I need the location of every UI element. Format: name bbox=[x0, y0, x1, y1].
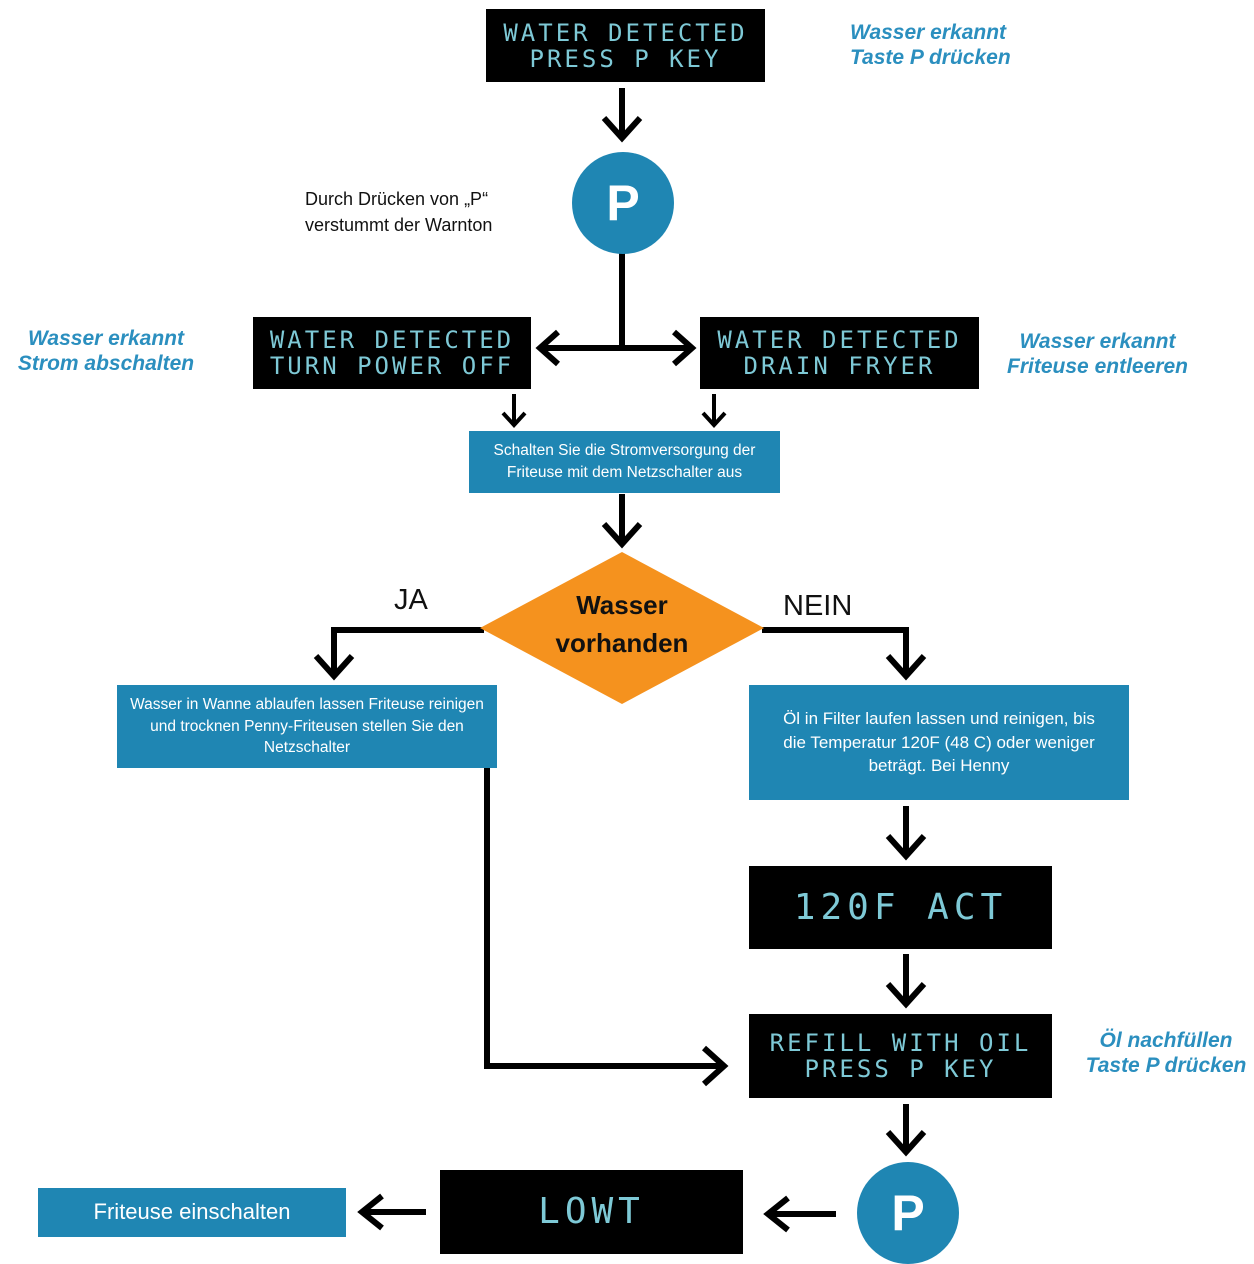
note-line: Wasser erkannt bbox=[850, 21, 1007, 44]
arrow-split-left bbox=[535, 329, 622, 367]
display-line: TURN POWER OFF bbox=[269, 352, 515, 380]
step-yes-branch: Wasser in Wanne ablaufen lassen Friteuse… bbox=[117, 685, 497, 768]
arrow-top-to-p bbox=[601, 88, 643, 143]
display-line: LOWT bbox=[538, 1191, 645, 1232]
display-line: WATER DETECTED bbox=[717, 326, 962, 354]
note-line: Taste P drücken bbox=[850, 46, 1011, 70]
arrow-right-to-step bbox=[701, 394, 727, 428]
note-line: Wasser erkannt bbox=[27, 327, 185, 350]
step-text: Schalten Sie die Stromversorgung der Fri… bbox=[493, 442, 756, 481]
step-text: Friteuse einschalten bbox=[93, 1199, 291, 1225]
display-temperature: 120F ACT bbox=[749, 866, 1052, 949]
display-lowt: LOWT bbox=[440, 1170, 743, 1254]
decision-label: Wasser vorhanden bbox=[520, 587, 724, 662]
silence-note-line: Durch Drücken von „P“ bbox=[305, 189, 489, 209]
display-line: PRESS P KEY bbox=[804, 1055, 997, 1083]
arrow-temp-to-refill bbox=[885, 954, 927, 1009]
step-power-off: Schalten Sie die Stromversorgung der Fri… bbox=[469, 431, 780, 493]
note-line: Wasser erkannt bbox=[1019, 330, 1176, 353]
note-line: Strom abschalten bbox=[17, 352, 195, 376]
arrow-no-to-temp bbox=[885, 806, 927, 861]
p-key-button-top: P bbox=[572, 152, 674, 254]
step-text: Öl in Filter laufen lassen und reinigen,… bbox=[783, 708, 1095, 776]
display-line: WATER DETECTED bbox=[503, 18, 748, 47]
arrow-left-to-step bbox=[501, 394, 527, 428]
display-line: 120F ACT bbox=[793, 886, 1008, 928]
note-refill: Öl nachfüllen Taste P drücken bbox=[1080, 1028, 1252, 1078]
decision-line: Wasser bbox=[576, 590, 668, 620]
no-label: NEIN bbox=[783, 590, 853, 622]
display-line: REFILL WITH OIL bbox=[769, 1029, 1032, 1057]
arrow-refill-to-p bbox=[885, 1104, 927, 1157]
arrow-lowt-to-final bbox=[357, 1193, 426, 1231]
p-key-label: P bbox=[891, 1185, 925, 1241]
display-refill-with-oil: REFILL WITH OIL PRESS P KEY bbox=[749, 1014, 1052, 1098]
decision-diamond bbox=[480, 552, 764, 704]
note-top: Wasser erkannt Taste P drücken bbox=[850, 20, 1011, 70]
display-water-detected-press-p: WATER DETECTED PRESS P KEY bbox=[486, 9, 765, 82]
note-left: Wasser erkannt Strom abschalten bbox=[8, 326, 204, 376]
display-line: PRESS P KEY bbox=[529, 44, 722, 73]
display-water-detected-drain-fryer: WATER DETECTED DRAIN FRYER bbox=[700, 317, 979, 389]
display-line: DRAIN FRYER bbox=[743, 352, 936, 380]
silence-note-line: verstummt der Warnton bbox=[305, 215, 493, 236]
step-text: Wasser in Wanne ablaufen lassen Friteuse… bbox=[130, 695, 484, 757]
arrow-split-right bbox=[622, 329, 697, 367]
note-line: Öl nachfüllen bbox=[1099, 1029, 1233, 1052]
arrow-step-to-decision bbox=[601, 494, 643, 549]
p-key-label: P bbox=[606, 175, 640, 231]
step-no-branch: Öl in Filter laufen lassen und reinigen,… bbox=[749, 685, 1129, 800]
arrow-yes-to-refill bbox=[484, 768, 729, 1087]
display-water-detected-power-off: WATER DETECTED TURN POWER OFF bbox=[253, 317, 531, 389]
yes-label: JA bbox=[394, 584, 428, 616]
step-final: Friteuse einschalten bbox=[38, 1188, 346, 1237]
display-line: WATER DETECTED bbox=[269, 326, 515, 354]
arrow-p-to-lowt bbox=[763, 1195, 836, 1233]
note-right: Wasser erkannt Friteuse entleeren bbox=[995, 329, 1200, 379]
decision-line: vorhanden bbox=[555, 627, 689, 658]
note-line: Taste P drücken bbox=[1085, 1054, 1247, 1078]
arrow-no-branch bbox=[762, 627, 927, 681]
silence-note: Durch Drücken von „P“ verstummt der Warn… bbox=[305, 186, 492, 238]
arrow-yes-branch bbox=[313, 627, 484, 681]
p-key-button-bottom: P bbox=[857, 1162, 959, 1264]
note-line: Friteuse entleeren bbox=[1007, 355, 1188, 379]
